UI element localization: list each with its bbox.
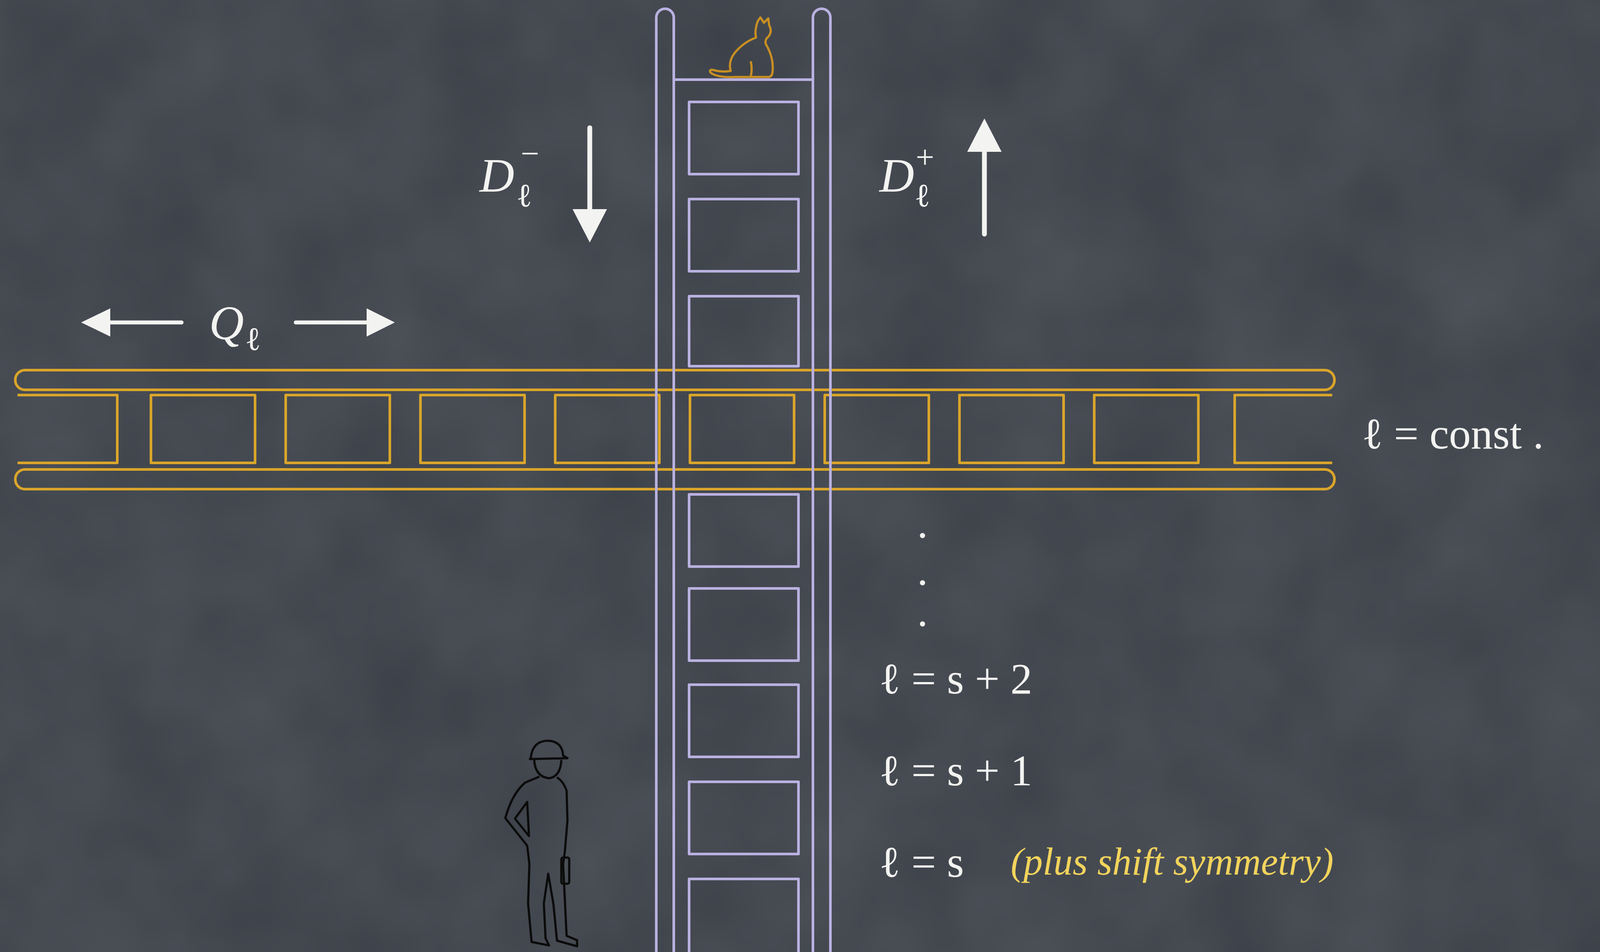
- subscript: ℓ: [516, 178, 533, 212]
- level-label: ℓ = s: [879, 840, 964, 885]
- superscript: +: [915, 140, 935, 174]
- level-label: ℓ = const .: [1361, 412, 1544, 456]
- up-arrow: [968, 120, 1001, 235]
- ellipsis-dot: .: [917, 501, 928, 546]
- down-arrow: [574, 127, 606, 241]
- ellipsis-dot: .: [917, 548, 928, 593]
- right-arrow: [295, 309, 393, 336]
- person-figure: [505, 740, 578, 947]
- ellipsis-dot: .: [917, 589, 928, 634]
- operator-symbol: Q: [209, 298, 244, 347]
- operator-symbol: D: [879, 151, 914, 200]
- handwritten-note: (plus shift symmetry): [1010, 842, 1334, 882]
- subscript: ℓ: [914, 178, 931, 212]
- left-arrow: [83, 309, 182, 336]
- superscript: −: [520, 136, 540, 170]
- level-label: ℓ = s + 2: [879, 657, 1033, 701]
- subscript: ℓ: [245, 322, 261, 356]
- cat-figure: [710, 17, 773, 78]
- operator-symbol: D: [479, 151, 515, 200]
- level-label: ℓ = s + 1: [879, 749, 1033, 793]
- vertical-ladder: [656, 8, 831, 952]
